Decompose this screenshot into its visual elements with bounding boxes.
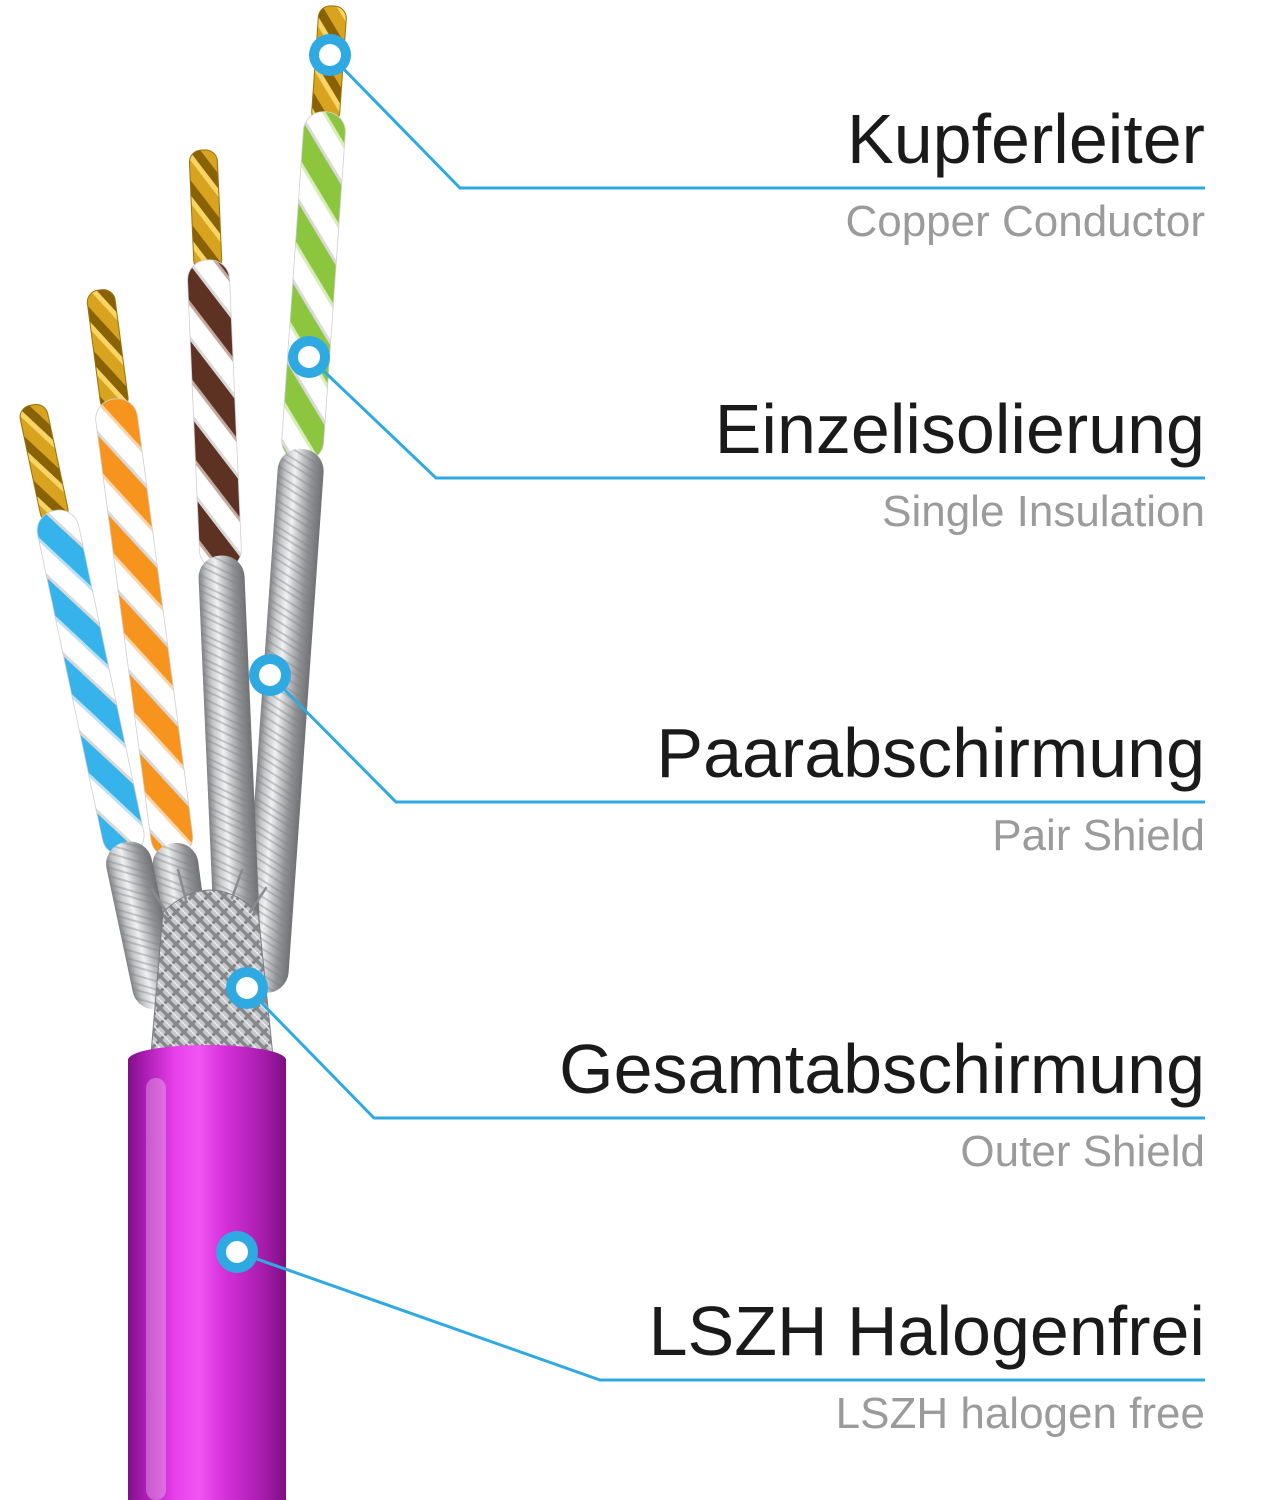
label-single-insulation-en: Single Insulation [882,487,1205,536]
label-single-insulation: Einzelisolierung Single Insulation [715,394,1205,534]
copper-tip [19,403,69,524]
cable-jacket [128,1045,286,1500]
braid-strands [150,868,268,917]
callout-line-3 [268,673,1205,804]
label-copper-conductor: Kupferleiter Copper Conductor [845,104,1205,244]
callout-marker-3 [249,654,291,696]
label-single-insulation-de: Einzelisolierung [714,390,1205,468]
copper-tip [188,149,223,273]
pair-insulation [281,111,346,462]
callout-marker-2 [288,336,330,378]
twisted-pair-green [242,5,347,993]
label-pair-shield-en: Pair Shield [992,811,1205,860]
callout-line-4 [245,986,1205,1120]
label-outer-shield: Gesamtabschirmung Outer Shield [559,1034,1205,1174]
callout-marker-4 [226,967,268,1009]
pair-foil-texture [242,448,324,993]
label-copper-conductor-de: Kupferleiter [847,100,1205,178]
callout-line-2 [307,355,1205,480]
callout-line-5 [236,1250,1205,1382]
label-copper-conductor-en: Copper Conductor [845,197,1205,246]
label-lszh-de: LSZH Halogenfrei [648,1292,1205,1370]
callout-line-1 [328,53,1205,190]
label-outer-shield-de: Gesamtabschirmung [559,1030,1205,1108]
label-pair-shield: Paarabschirmung Pair Shield [656,718,1205,858]
label-lszh-en: LSZH halogen free [835,1389,1205,1438]
callout-marker-5 [216,1231,258,1273]
pair-insulation [187,259,242,571]
label-lszh: LSZH Halogenfrei LSZH halogen free [649,1296,1205,1436]
braid-shield [149,889,275,1067]
label-outer-shield-en: Outer Shield [960,1127,1205,1176]
copper-tip [86,289,129,412]
callout-marker-1 [309,34,351,76]
label-pair-shield-de: Paarabschirmung [656,714,1205,792]
jacket-highlight [146,1078,166,1500]
callout-markers [216,34,351,1273]
